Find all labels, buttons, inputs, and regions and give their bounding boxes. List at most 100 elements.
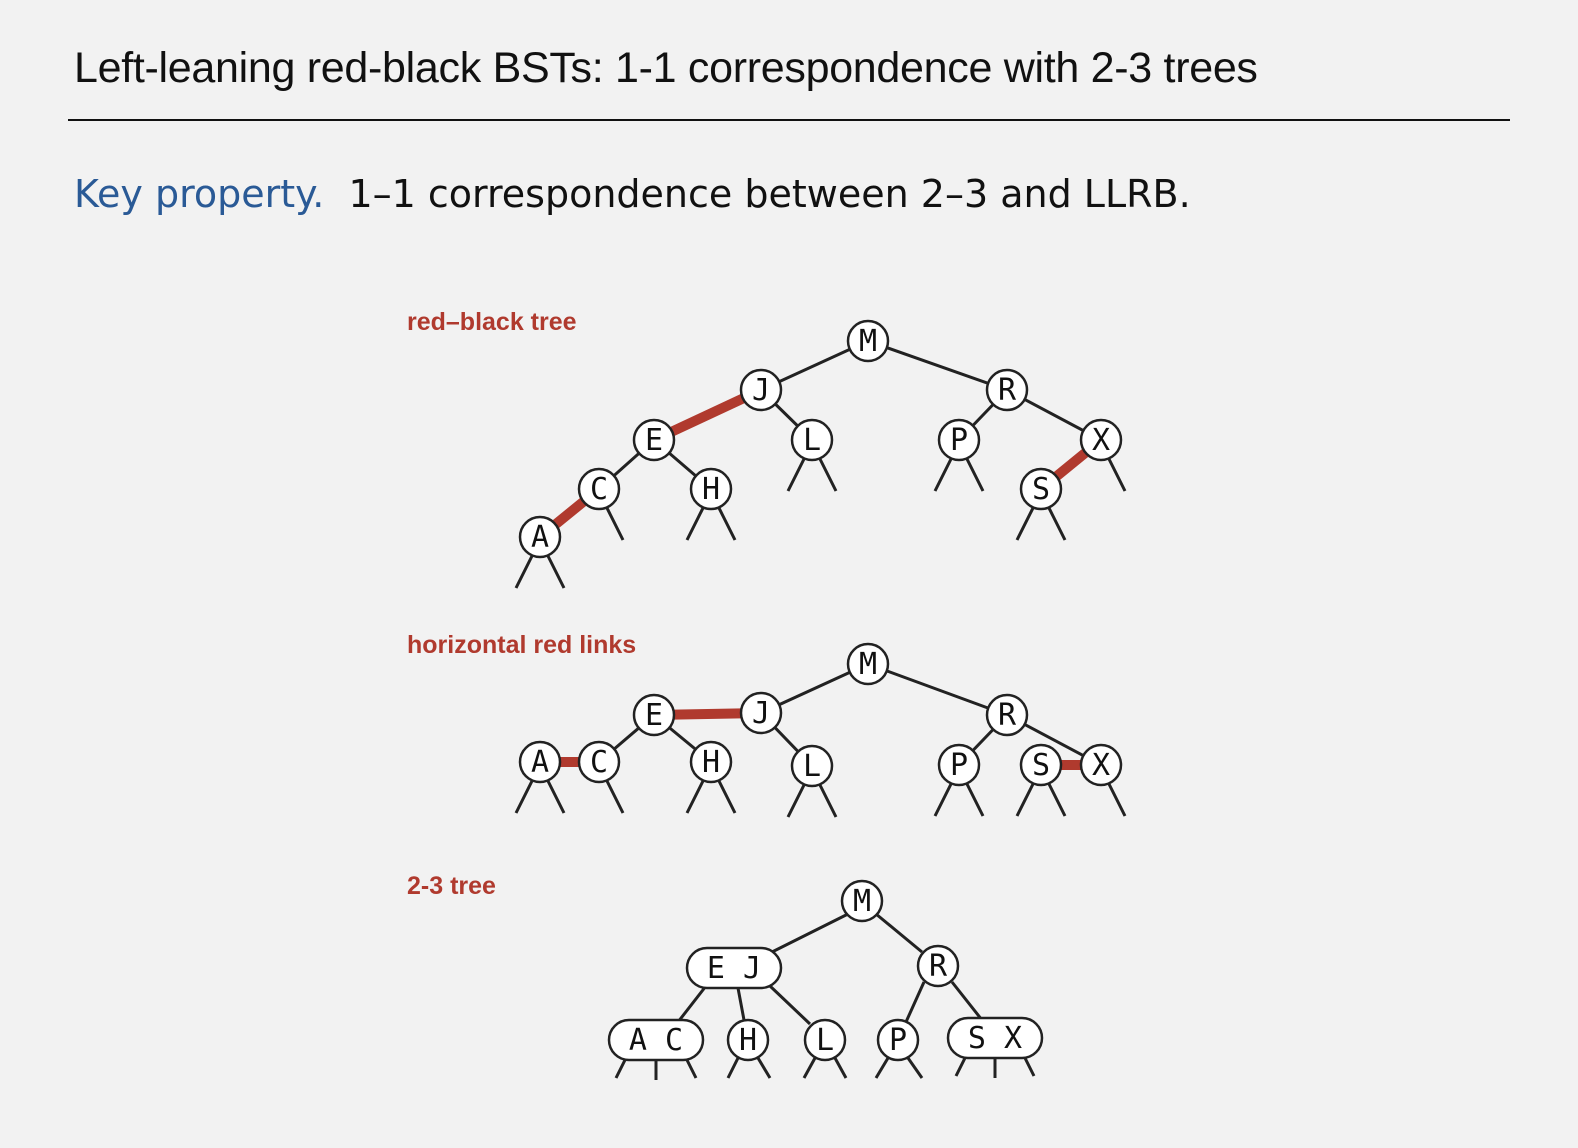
tt-null-link-5	[802, 1057, 817, 1079]
tt-EJ-node	[685, 946, 783, 990]
hz-R-node	[985, 693, 1029, 737]
tt-null-link-6	[833, 1057, 848, 1079]
rb-null-link-H-L	[685, 505, 706, 541]
rb-C-node	[577, 467, 621, 511]
hz-C-label: C	[590, 745, 608, 780]
tt-link-EJ-L	[768, 984, 812, 1026]
rb-A-label: A	[531, 520, 549, 555]
rb-null-link-X-R	[1106, 456, 1127, 492]
hz-null-link-H-L	[685, 778, 706, 814]
rb-null-link-L-R	[817, 456, 838, 492]
rb-M-node	[846, 319, 890, 363]
rb-A-node	[518, 515, 562, 559]
rb-H-node	[689, 467, 733, 511]
label-2-3-tree: 2-3 tree	[407, 872, 496, 900]
tt-null-link-7	[874, 1057, 890, 1079]
rb-link-M-R	[867, 339, 1008, 392]
tt-AC-node	[607, 1018, 705, 1062]
rb-S-label: S	[1032, 472, 1050, 507]
key-property-line: Key property. 1–1 correspondence between…	[74, 172, 1191, 216]
tt-SX-node	[946, 1016, 1044, 1060]
hz-H-label: H	[702, 745, 720, 780]
hz-null-link-A-L	[514, 778, 535, 814]
tt-P-node	[876, 1018, 920, 1062]
hz-S-label: S	[1032, 748, 1050, 783]
rb-null-link-H-R	[716, 505, 737, 541]
hz-H-node	[689, 740, 733, 784]
rb-M-label: M	[859, 324, 877, 359]
hz-A-label: A	[531, 745, 549, 780]
tt-link-R-SX	[950, 981, 984, 1021]
tt-EJ-label: E J	[707, 951, 761, 986]
tt-L-node	[803, 1018, 847, 1062]
tt-H-node	[726, 1018, 770, 1062]
key-property-label: Key property.	[74, 172, 325, 216]
tt-null-link-9	[954, 1055, 968, 1077]
tt-link-R-P	[904, 981, 926, 1023]
tt-null-link-3	[726, 1057, 740, 1079]
hz-S-node	[1019, 743, 1063, 787]
tt-link-EJ-H	[736, 987, 746, 1021]
rb-P-node	[937, 418, 981, 462]
tt-H-label: H	[739, 1023, 757, 1058]
hz-R-label: R	[998, 698, 1017, 733]
tt-M-node	[840, 879, 884, 923]
rb-null-link-S-L	[1015, 505, 1036, 541]
hz-J-node	[739, 691, 783, 735]
hz-X-node	[1079, 743, 1123, 787]
hz-null-link-L-R	[817, 782, 838, 818]
hz-null-link-P-R	[964, 781, 985, 817]
tt-link-M-EJ	[771, 912, 849, 954]
rb-L-node	[790, 418, 834, 462]
hz-null-link-P-L	[933, 781, 954, 817]
hz-E-label: E	[645, 698, 663, 733]
rb-X-node	[1079, 418, 1123, 462]
rb-J-node	[739, 368, 783, 412]
rb-C-label: C	[590, 472, 608, 507]
key-property-text: 1–1 correspondence between 2–3 and LLRB.	[348, 172, 1191, 216]
rb-R-label: R	[998, 373, 1017, 408]
tt-null-link-11	[1022, 1055, 1036, 1077]
hz-null-link-L-L	[786, 782, 807, 818]
rb-null-link-L-L	[786, 456, 807, 492]
tt-null-link-2	[684, 1057, 698, 1079]
hz-null-link-S-R	[1046, 781, 1067, 817]
rb-null-link-S-R	[1046, 505, 1067, 541]
rb-null-link-P-L	[933, 456, 954, 492]
tt-L-label: L	[816, 1023, 834, 1058]
hz-M-label: M	[859, 647, 877, 682]
rb-S-node	[1019, 467, 1063, 511]
tt-link-M-R	[875, 912, 923, 954]
hz-P-label: P	[950, 748, 968, 783]
hz-null-link-A-R	[545, 778, 566, 814]
rb-E-label: E	[645, 423, 663, 458]
rb-P-label: P	[950, 423, 968, 458]
hz-null-link-H-R	[716, 778, 737, 814]
tt-AC-label: A C	[629, 1023, 683, 1058]
tt-link-EJ-AC	[676, 985, 708, 1023]
tt-R-node	[916, 944, 960, 988]
hz-L-label: L	[803, 749, 821, 784]
hz-X-label: X	[1092, 748, 1110, 783]
tt-null-link-4	[756, 1057, 772, 1079]
hz-E-node	[632, 693, 676, 737]
rb-null-link-A-L	[514, 553, 535, 589]
hz-A-node	[518, 740, 562, 784]
hz-M-node	[846, 642, 890, 686]
title-divider	[68, 119, 1510, 121]
tt-null-link-8	[906, 1057, 924, 1079]
hz-J-label: J	[752, 696, 770, 731]
rb-X-label: X	[1092, 423, 1110, 458]
hz-C-node	[577, 740, 621, 784]
rb-J-label: J	[752, 373, 770, 408]
hz-link-M-R	[867, 662, 1008, 717]
label-horizontal-red-links: horizontal red links	[407, 631, 637, 659]
hz-P-node	[937, 743, 981, 787]
hz-null-link-S-L	[1015, 781, 1036, 817]
tt-null-link-0	[614, 1057, 628, 1079]
hz-null-link-X-R	[1106, 781, 1127, 817]
tt-M-label: M	[853, 884, 871, 919]
rb-L-label: L	[803, 423, 821, 458]
rb-null-link-P-R	[964, 456, 985, 492]
